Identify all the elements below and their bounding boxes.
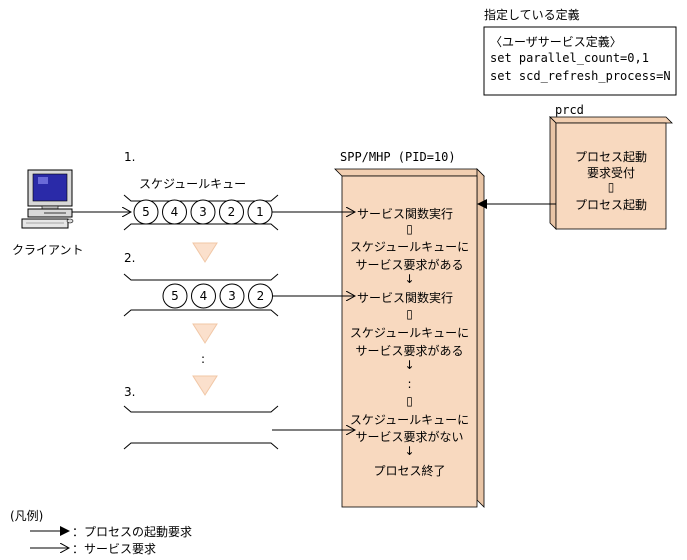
legend-item-2: ：サービス要求 bbox=[72, 542, 157, 556]
queue-item-number: 4 bbox=[171, 205, 179, 219]
spp-seq2-separator: ▯ bbox=[406, 307, 413, 321]
prcd-box bbox=[549, 116, 673, 230]
spp-seq2-line1: サービス関数実行 bbox=[357, 291, 454, 305]
queue-item-circle bbox=[190, 199, 216, 225]
step-3-label: 3. bbox=[124, 385, 136, 399]
spp-seq3-arrow: ↓ bbox=[404, 444, 415, 458]
prcd-line-2: 要求受付 bbox=[586, 166, 635, 180]
prcd-line-1: プロセス起動 bbox=[574, 150, 647, 164]
spp-seq1-line1: サービス関数実行 bbox=[357, 207, 454, 221]
step-1-label: 1. bbox=[124, 150, 136, 164]
settings-line-2: set scd_refresh_process=N bbox=[490, 69, 671, 83]
spp-seq3-line2: サービス要求がない bbox=[355, 430, 464, 444]
schedule-queue-label: スケジュールキュー bbox=[139, 177, 247, 191]
prcd-title: prcd bbox=[555, 103, 584, 117]
queue-item-number: 3 bbox=[228, 289, 236, 303]
queue-item-number: 4 bbox=[200, 289, 208, 303]
queue-item-circle bbox=[248, 283, 273, 309]
queue-item-circle bbox=[162, 199, 187, 225]
queue-item-number: 3 bbox=[199, 205, 207, 219]
flow-down-triangle-2 bbox=[192, 323, 218, 344]
queue-item-circle bbox=[247, 199, 273, 225]
queue-item-number: 5 bbox=[171, 289, 179, 303]
queue-item-number: 2 bbox=[257, 289, 265, 303]
queue-item-number: 2 bbox=[228, 205, 236, 219]
client-label: クライアント bbox=[12, 243, 84, 257]
vertical-dots: : bbox=[201, 352, 206, 366]
queue-circles: 5 4 3 2 1 5 4 3 2 bbox=[133, 199, 273, 309]
legend-title: (凡例) bbox=[10, 509, 44, 523]
queue-item-circle bbox=[191, 283, 216, 309]
client-computer-icon bbox=[21, 169, 74, 229]
spp-title: SPP/MHP (PID=10) bbox=[340, 150, 456, 164]
spp-seq1-line2: スケジュールキューに bbox=[349, 240, 470, 254]
flow-down-triangle-3 bbox=[192, 375, 218, 396]
queue-item-number: 5 bbox=[142, 205, 150, 219]
prcd-line-3: プロセス起動 bbox=[574, 198, 647, 212]
prcd-separator: ▯ bbox=[607, 180, 615, 194]
spp-box bbox=[334, 168, 485, 508]
settings-header: 〈ユーザサービス定義〉 bbox=[490, 35, 622, 49]
queue-item-number: 1 bbox=[256, 205, 264, 219]
settings-box bbox=[483, 26, 677, 96]
spp-seq2-line3: サービス要求がある bbox=[355, 344, 464, 358]
spp-seq3-line3: プロセス終了 bbox=[373, 464, 446, 478]
spp-seq2-line2: スケジュールキューに bbox=[349, 326, 470, 340]
queue-item-circle bbox=[162, 283, 188, 309]
legend-item-1: ：プロセスの起動要求 bbox=[72, 525, 193, 539]
spp-seq1-line3: サービス要求がある bbox=[355, 258, 464, 272]
spp-seq2-arrow: ↓ bbox=[404, 358, 415, 372]
queue-3-frame bbox=[123, 405, 279, 450]
spp-seq3-line1: スケジュールキューに bbox=[349, 413, 470, 427]
spp-seq1-arrow: ↓ bbox=[404, 272, 415, 286]
spp-seq3-separator: ▯ bbox=[406, 394, 413, 408]
queue-item-circle bbox=[133, 199, 159, 225]
settings-line-1: set parallel_count=0,1 bbox=[490, 51, 649, 65]
queue-item-circle bbox=[219, 283, 245, 309]
flow-down-triangle-1 bbox=[192, 242, 218, 263]
settings-title: 指定している定義 bbox=[484, 8, 580, 22]
queue-2-frame bbox=[123, 273, 279, 317]
spp-seq2-dots: : bbox=[407, 377, 412, 391]
spp-seq1-separator: ▯ bbox=[406, 222, 413, 236]
queue-item-circle bbox=[219, 199, 244, 225]
step-2-label: 2. bbox=[124, 251, 136, 265]
